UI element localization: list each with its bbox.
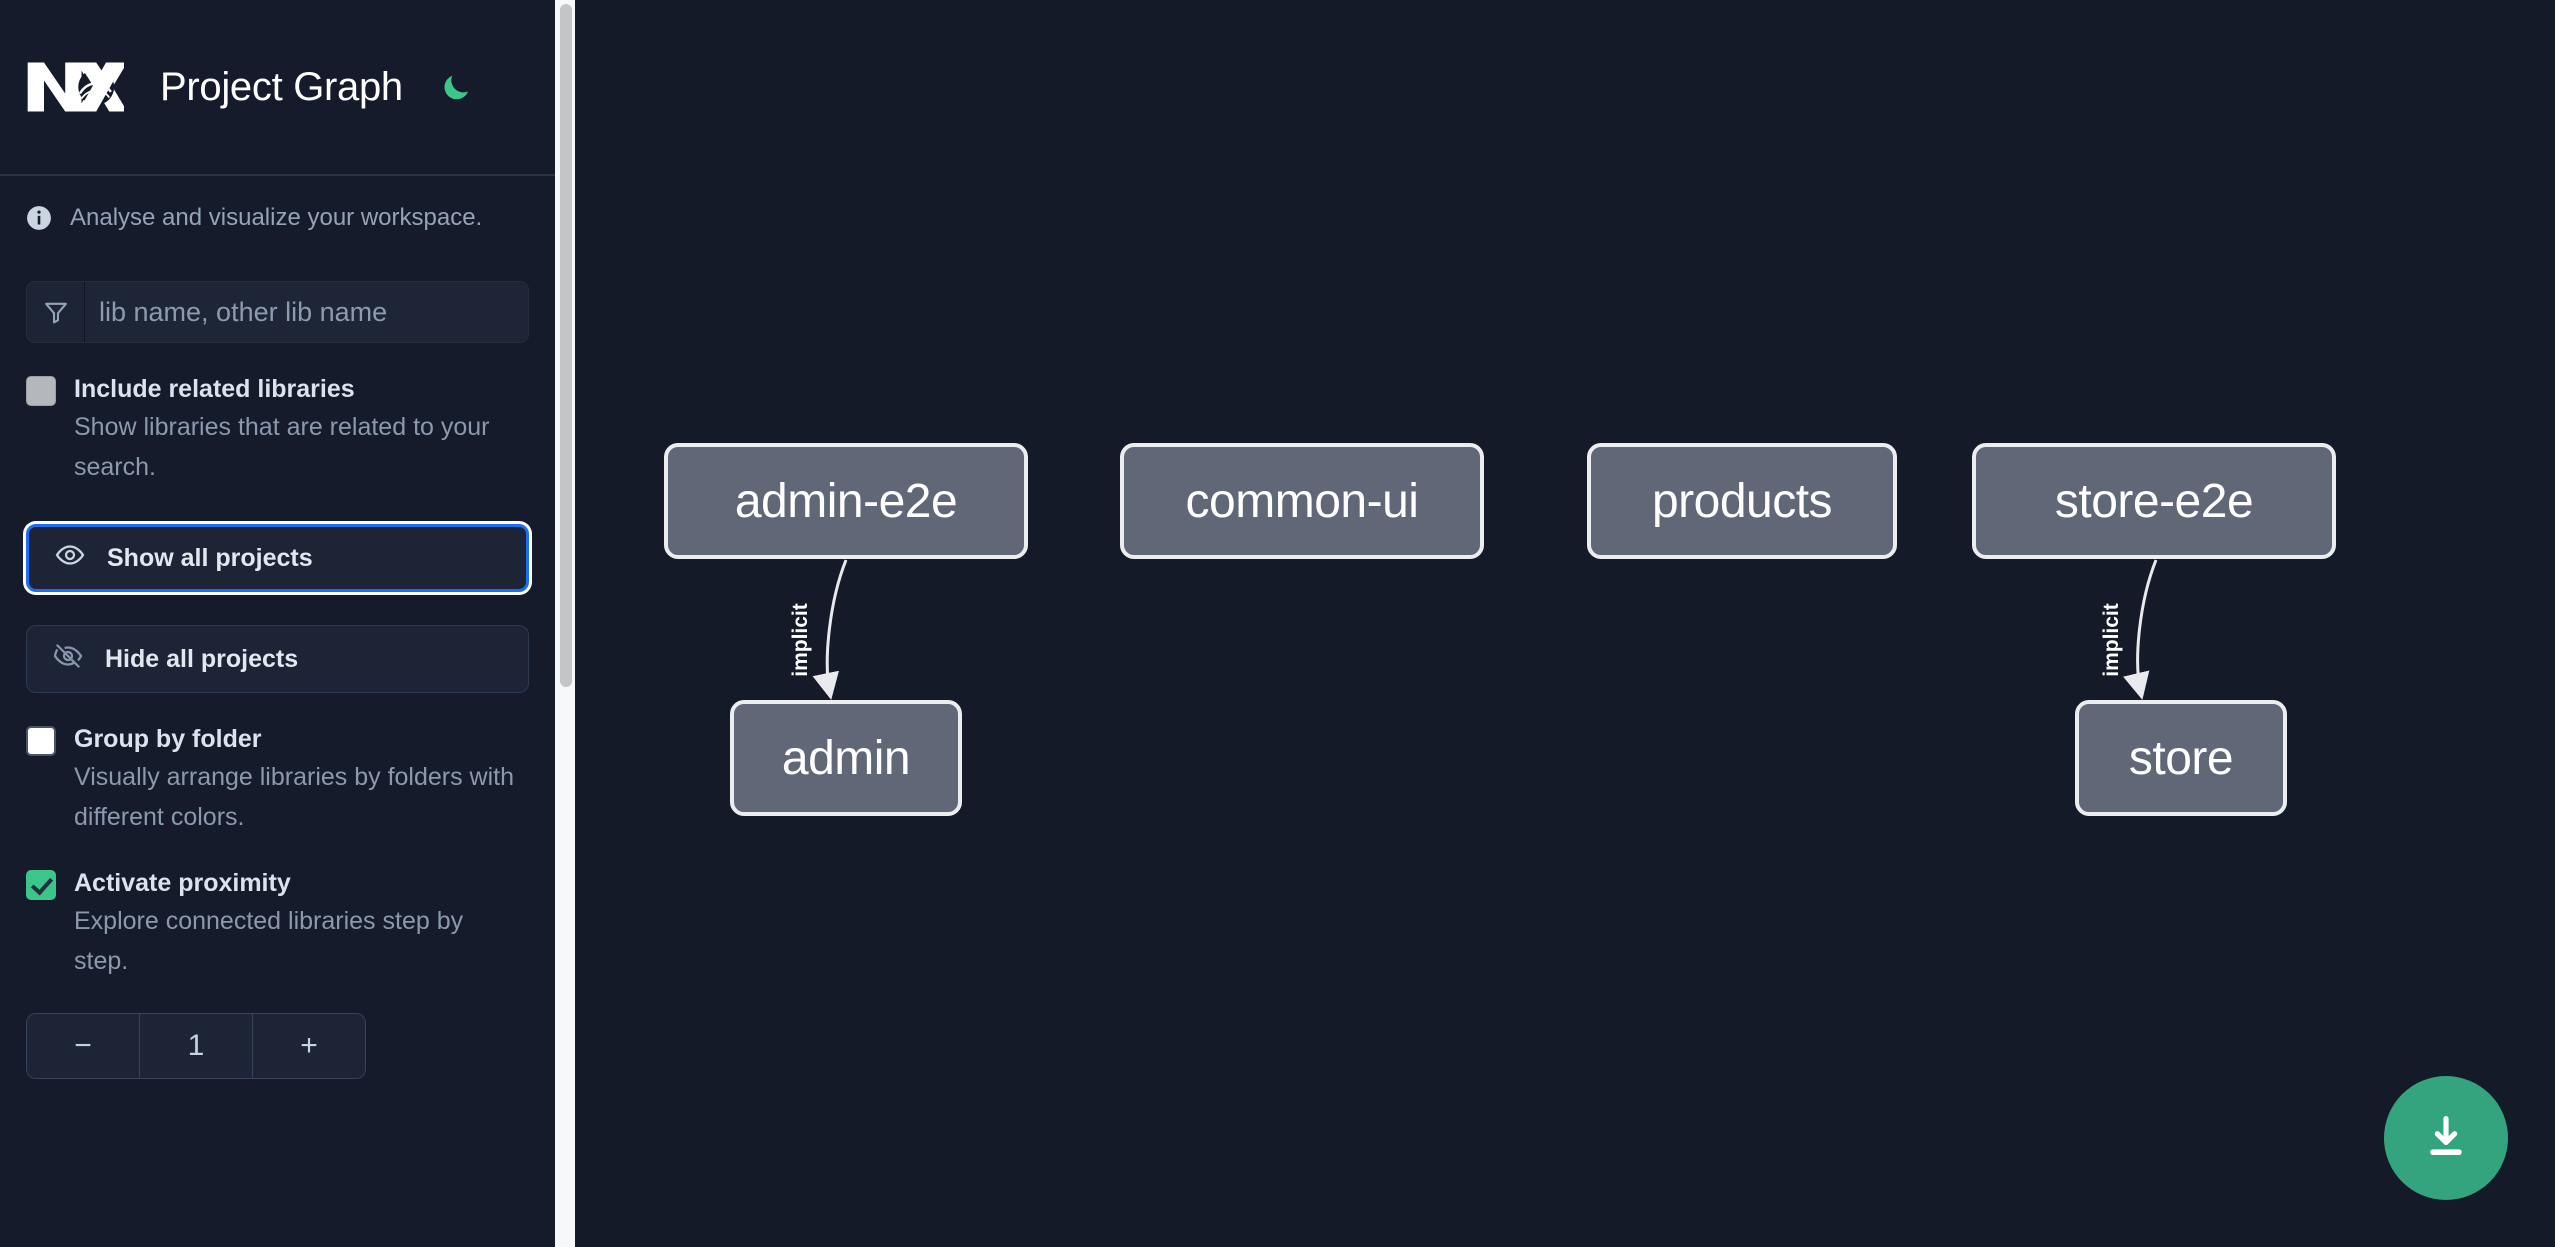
group-by-folder-description: Visually arrange libraries by folders wi… xyxy=(74,763,515,831)
download-graph-button[interactable] xyxy=(2384,1076,2508,1200)
eye-icon xyxy=(55,540,85,577)
moon-icon[interactable] xyxy=(436,67,476,107)
search-input[interactable] xyxy=(85,282,528,342)
sidebar: Project Graph Analyse and visualize your… xyxy=(0,0,555,1247)
proximity-increment-button[interactable]: + xyxy=(252,1014,365,1078)
edge-admin-e2e-admin xyxy=(812,559,848,700)
download-icon xyxy=(2420,1111,2472,1166)
funnel-icon xyxy=(27,282,85,342)
option-include-related-libraries[interactable]: Include related libraries Show libraries… xyxy=(26,371,529,487)
workspace-info-text: Analyse and visualize your workspace. xyxy=(70,204,483,231)
hide-all-projects-button[interactable]: Hide all projects xyxy=(26,625,529,693)
workspace-info: Analyse and visualize your workspace. xyxy=(26,176,529,260)
option-group-by-folder[interactable]: Group by folder Visually arrange librari… xyxy=(26,721,529,837)
proximity-stepper[interactable]: − 1 + xyxy=(26,1013,366,1079)
graph-node-admin-e2e[interactable]: admin-e2e xyxy=(664,443,1028,559)
option-activate-proximity[interactable]: Activate proximity Explore connected lib… xyxy=(26,865,529,981)
filter-field[interactable] xyxy=(26,281,529,343)
sidebar-header: Project Graph xyxy=(0,0,555,176)
show-all-projects-button[interactable]: Show all projects xyxy=(26,524,529,592)
eye-off-icon xyxy=(53,641,83,678)
graph-node-products[interactable]: products xyxy=(1587,443,1897,559)
hide-all-projects-label: Hide all projects xyxy=(105,644,299,673)
info-circle-icon xyxy=(26,205,52,231)
graph-node-store[interactable]: store xyxy=(2075,700,2287,816)
sidebar-scrollbar-thumb[interactable] xyxy=(560,4,572,687)
activate-proximity-description: Explore connected libraries step by step… xyxy=(74,907,464,975)
page-title: Project Graph xyxy=(160,64,403,109)
group-by-folder-checkbox[interactable] xyxy=(26,726,56,756)
edge-store-e2e-store xyxy=(2123,559,2158,700)
include-related-libraries-label: Include related libraries xyxy=(74,375,355,403)
proximity-value: 1 xyxy=(139,1014,252,1078)
graph-node-store-e2e[interactable]: store-e2e xyxy=(1972,443,2336,559)
proximity-decrement-button[interactable]: − xyxy=(27,1014,139,1078)
group-by-folder-label: Group by folder xyxy=(74,725,262,753)
activate-proximity-checkbox[interactable] xyxy=(26,870,56,900)
graph-canvas[interactable]: implicit implicit admin-e2e common-ui pr… xyxy=(575,0,2555,1247)
graph-edges: implicit implicit xyxy=(789,559,2158,700)
show-all-projects-label: Show all projects xyxy=(107,543,313,572)
graph-node-common-ui[interactable]: common-ui xyxy=(1120,443,1484,559)
include-related-libraries-description: Show libraries that are related to your … xyxy=(74,413,490,481)
nx-logo-icon xyxy=(26,56,128,118)
visibility-buttons: Show all projects Hide all projects xyxy=(26,524,529,693)
include-related-libraries-checkbox[interactable] xyxy=(26,376,56,406)
edge-label-implicit-2: implicit xyxy=(2100,603,2123,677)
graph-node-admin[interactable]: admin xyxy=(730,700,962,816)
edge-label-implicit-1: implicit xyxy=(789,603,812,677)
activate-proximity-label: Activate proximity xyxy=(74,869,291,897)
sidebar-body: Analyse and visualize your workspace. In… xyxy=(0,176,555,1079)
